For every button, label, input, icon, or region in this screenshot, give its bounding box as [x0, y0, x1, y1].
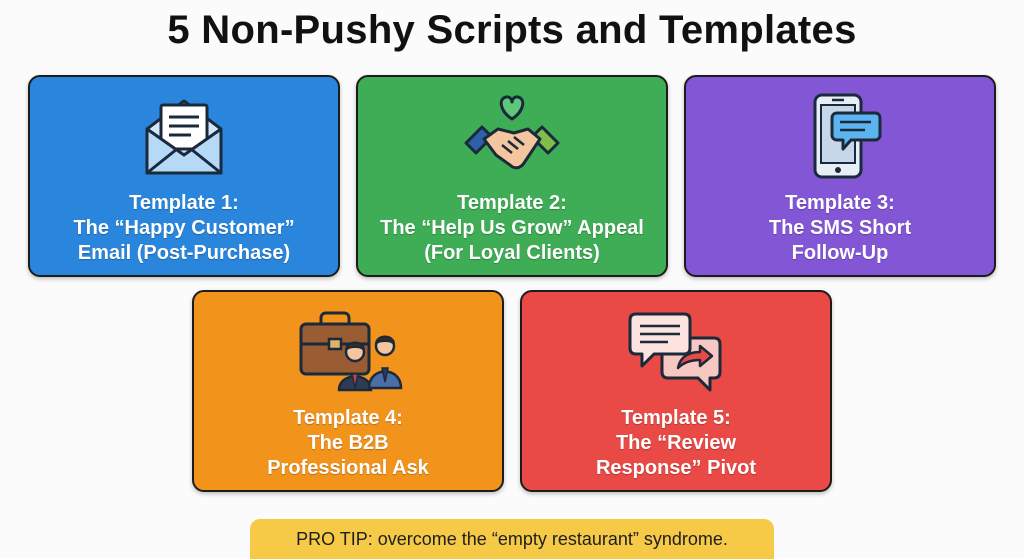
- template-card-5-line-2: The “Review: [615, 432, 737, 454]
- template-card-1-line-3: Email (Post-Purchase): [77, 242, 291, 264]
- smartphone-chat-icon: [686, 93, 994, 179]
- template-card-1: Template 1: The “Happy Customer” Email (…: [28, 75, 340, 277]
- template-card-4: Template 4: The B2B Professional Ask: [192, 290, 504, 492]
- template-card-2: Template 2: The “Help Us Grow” Appeal (F…: [356, 75, 668, 277]
- template-card-2-line-1: Template 2:: [457, 192, 567, 214]
- template-card-4-label: Template 4: The B2B Professional Ask: [194, 406, 502, 481]
- page-title: 5 Non-Pushy Scripts and Templates: [167, 8, 857, 52]
- briefcase-businesspeople-icon: [194, 308, 502, 394]
- template-card-4-line-3: Professional Ask: [267, 457, 429, 479]
- template-card-5-line-1: Template 5:: [621, 407, 731, 429]
- template-card-3-line-1: Template 3:: [785, 192, 895, 214]
- template-card-1-line-1: Template 1:: [129, 192, 239, 214]
- template-card-5: Template 5: The “Review Response” Pivot: [520, 290, 832, 492]
- template-card-3: Template 3: The SMS Short Follow-Up: [684, 75, 996, 277]
- envelope-letter-icon: [30, 93, 338, 179]
- template-card-5-line-3: Response” Pivot: [595, 457, 757, 479]
- template-card-3-line-3: Follow-Up: [791, 242, 889, 264]
- chat-bubbles-reply-icon: [522, 308, 830, 394]
- pro-tip-banner: PRO TIP: overcome the “empty restaurant”…: [250, 519, 774, 559]
- template-card-3-label: Template 3: The SMS Short Follow-Up: [686, 191, 994, 266]
- handshake-heart-icon: [358, 93, 666, 179]
- template-card-1-line-2: The “Happy Customer”: [73, 217, 295, 239]
- template-card-2-label: Template 2: The “Help Us Grow” Appeal (F…: [358, 191, 666, 266]
- template-card-5-label: Template 5: The “Review Response” Pivot: [522, 406, 830, 481]
- template-card-4-line-1: Template 4:: [293, 407, 403, 429]
- template-card-2-line-3: (For Loyal Clients): [424, 242, 600, 264]
- template-card-2-line-2: The “Help Us Grow” Appeal: [380, 217, 644, 239]
- template-card-1-label: Template 1: The “Happy Customer” Email (…: [30, 191, 338, 266]
- template-card-4-line-2: The B2B: [307, 432, 389, 454]
- template-card-3-line-2: The SMS Short: [768, 217, 912, 239]
